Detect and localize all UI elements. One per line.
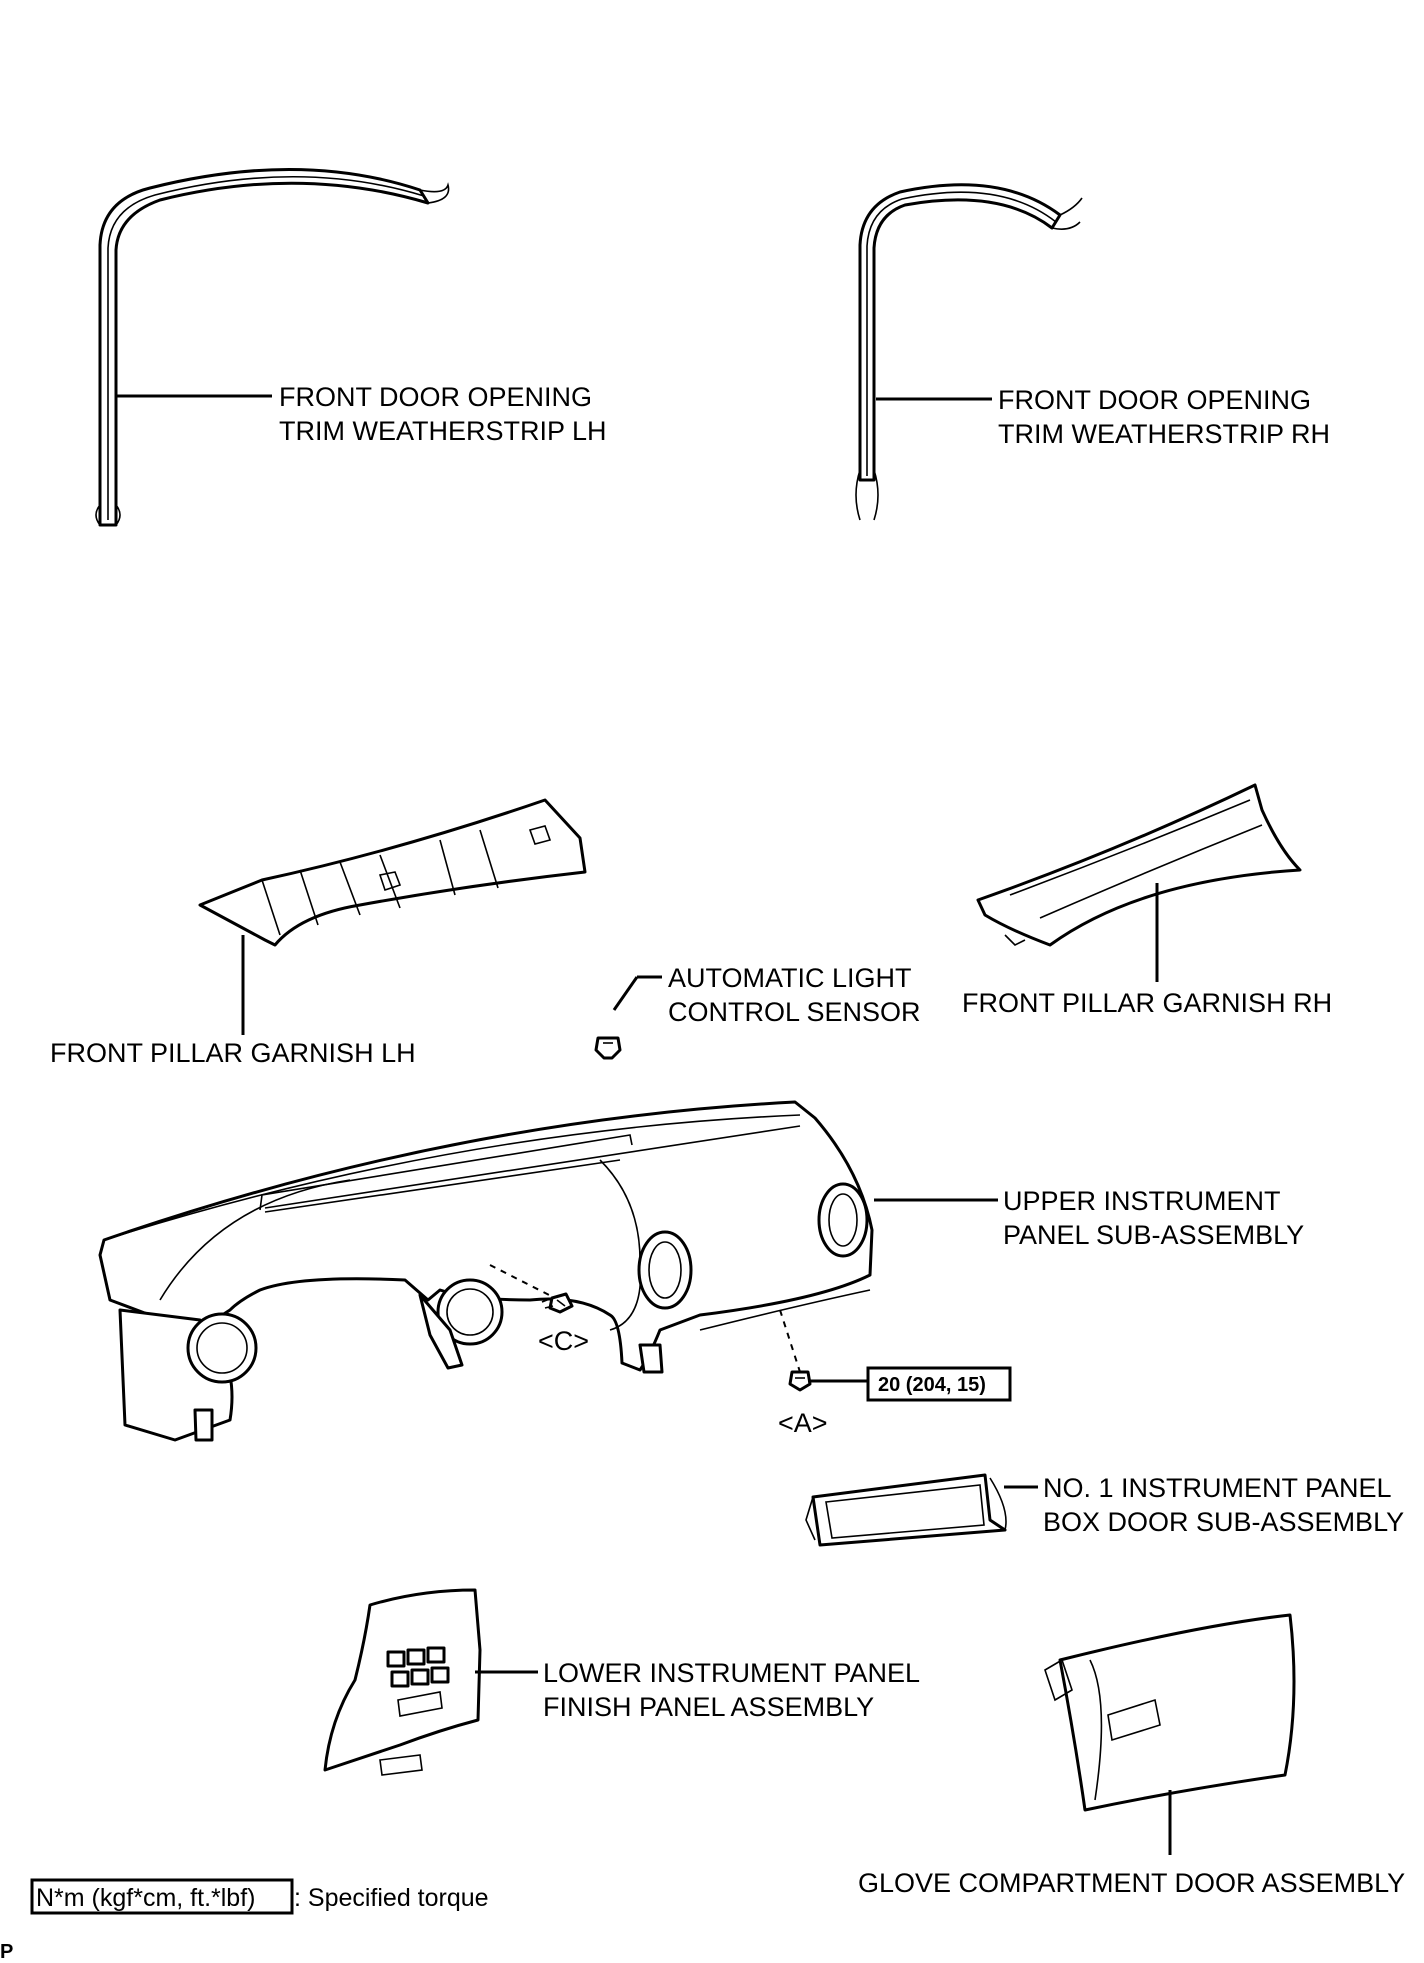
- screw-c-drawing: [489, 1264, 574, 1314]
- pillar-garnish-rh-label: FRONT PILLAR GARNISH RH: [962, 988, 1332, 1018]
- box-door-drawing: [805, 1473, 1038, 1547]
- torque-value-a: 20 (204, 15): [878, 1374, 986, 1396]
- lower-finish-panel-label-line2: FINISH PANEL ASSEMBLY: [543, 1692, 874, 1722]
- screw-a-drawing: [779, 1309, 1012, 1402]
- light-sensor-drawing: [594, 975, 662, 1060]
- light-sensor-label-line2: CONTROL SENSOR: [668, 997, 921, 1027]
- pillar-garnish-lh-drawing: [198, 798, 587, 1035]
- box-door-label-line2: BOX DOOR SUB-ASSEMBLY: [1043, 1507, 1404, 1537]
- weatherstrip-lh-label-line2: TRIM WEATHERSTRIP LH: [279, 416, 607, 446]
- screw-a-label: <A>: [778, 1408, 828, 1438]
- light-sensor-label-line1: AUTOMATIC LIGHT: [668, 963, 912, 993]
- corner-mark: P: [0, 1941, 13, 1963]
- weatherstrip-rh-label-line2: TRIM WEATHERSTRIP RH: [998, 419, 1330, 449]
- legend-torque-units: N*m (kgf*cm, ft.*lbf): [36, 1884, 255, 1912]
- lower-finish-panel-drawing: [323, 1588, 538, 1776]
- upper-panel-label-line2: PANEL SUB-ASSEMBLY: [1003, 1220, 1304, 1250]
- weatherstrip-lh-drawing: [95, 168, 450, 527]
- upper-panel-drawing: [98, 1100, 998, 1442]
- glove-door-label: GLOVE COMPARTMENT DOOR ASSEMBLY: [858, 1868, 1405, 1898]
- lower-finish-panel-label-line1: LOWER INSTRUMENT PANEL: [543, 1658, 920, 1688]
- screw-c-label: <C>: [538, 1326, 589, 1356]
- box-door-label-line1: NO. 1 INSTRUMENT PANEL: [1043, 1473, 1392, 1503]
- legend-torque-text: : Specified torque: [294, 1884, 489, 1912]
- legend-torque-box: [30, 1878, 294, 1915]
- pillar-garnish-rh-drawing: [976, 783, 1302, 982]
- weatherstrip-rh-drawing: [855, 183, 1083, 521]
- weatherstrip-rh-label-line1: FRONT DOOR OPENING: [998, 385, 1311, 415]
- weatherstrip-lh-label-line1: FRONT DOOR OPENING: [279, 382, 592, 412]
- torque-box-a: [866, 1366, 1012, 1402]
- glove-door-drawing: [1044, 1613, 1296, 1855]
- pillar-garnish-lh-label: FRONT PILLAR GARNISH LH: [50, 1038, 416, 1068]
- upper-panel-label-line1: UPPER INSTRUMENT: [1003, 1186, 1281, 1216]
